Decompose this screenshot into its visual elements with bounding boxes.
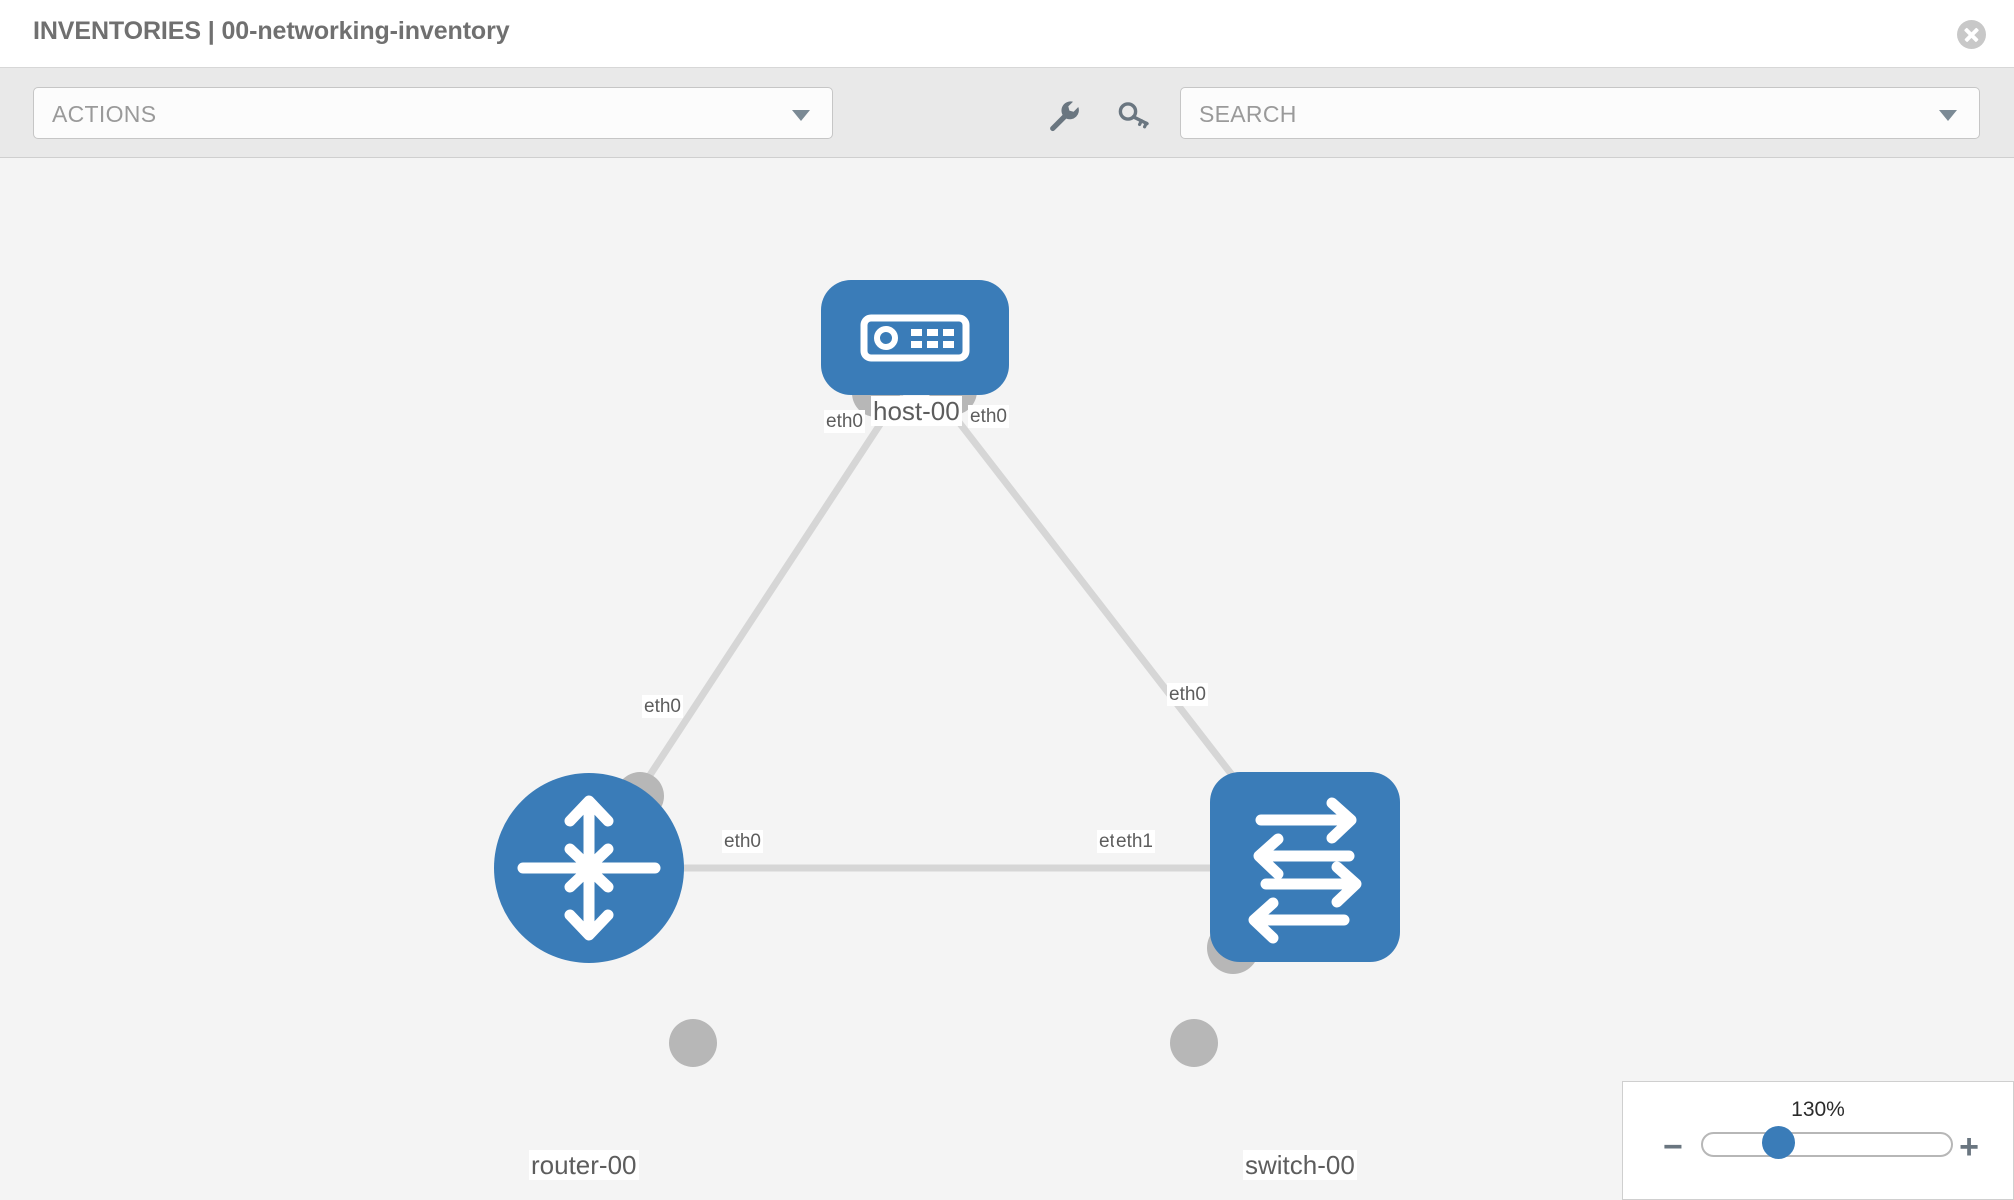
node-router-00[interactable] (494, 773, 684, 963)
iface-label-host-left: eth0 (824, 410, 865, 433)
topology-canvas[interactable]: host-00 eth0 eth0 eth0 eth0 eth0 eth eth… (0, 158, 2014, 1200)
search-input[interactable]: SEARCH (1180, 87, 1980, 139)
zoom-slider-thumb[interactable] (1762, 1126, 1795, 1159)
chevron-down-icon[interactable] (1939, 110, 1957, 121)
key-icon[interactable] (1117, 98, 1151, 132)
iface-label-switch-up: eth0 (1167, 683, 1208, 706)
zoom-in-button[interactable]: + (1959, 1128, 1979, 1166)
zoom-out-button[interactable]: − (1663, 1128, 1683, 1166)
endpoint-markers-layer (616, 367, 1259, 1067)
iface-label-switch-left-b: eth1 (1114, 830, 1155, 853)
router-arrows-icon (517, 795, 661, 941)
node-host-00[interactable] (821, 280, 1009, 395)
zoom-percent-label: 130% (1791, 1098, 1845, 1121)
chevron-down-icon (792, 110, 810, 121)
endpoint-router-right[interactable] (669, 1019, 717, 1067)
server-icon (860, 314, 970, 362)
node-label-switch: switch-00 (1243, 1150, 1357, 1180)
endpoint-switch-left[interactable] (1170, 1019, 1218, 1067)
actions-dropdown-label: ACTIONS (52, 101, 157, 127)
node-label-host: host-00 (871, 396, 962, 426)
iface-label-host-right: eth0 (968, 405, 1009, 428)
key-icon-svg (1118, 102, 1149, 129)
zoom-slider-track[interactable] (1701, 1132, 1953, 1157)
toolbar: ACTIONS SEARCH (0, 68, 2014, 158)
node-switch-00[interactable] (1210, 772, 1400, 962)
edges-layer (586, 365, 1307, 872)
search-placeholder-label: SEARCH (1199, 101, 1297, 127)
iface-label-router-up: eth0 (642, 695, 683, 718)
node-label-router: router-00 (529, 1150, 639, 1180)
close-icon[interactable] (1957, 20, 1986, 49)
switch-arrows-icon (1248, 797, 1362, 944)
actions-dropdown[interactable]: ACTIONS (33, 87, 833, 139)
wrench-icon[interactable] (1046, 98, 1080, 132)
page-header: INVENTORIES | 00-networking-inventory (0, 0, 2014, 68)
topology-graph (494, 280, 1400, 1067)
wrench-icon-svg (1050, 101, 1079, 132)
page-title: INVENTORIES | 00-networking-inventory (33, 17, 510, 45)
iface-label-router-right: eth0 (722, 830, 763, 853)
zoom-control-panel: 130% − + (1622, 1081, 2014, 1200)
